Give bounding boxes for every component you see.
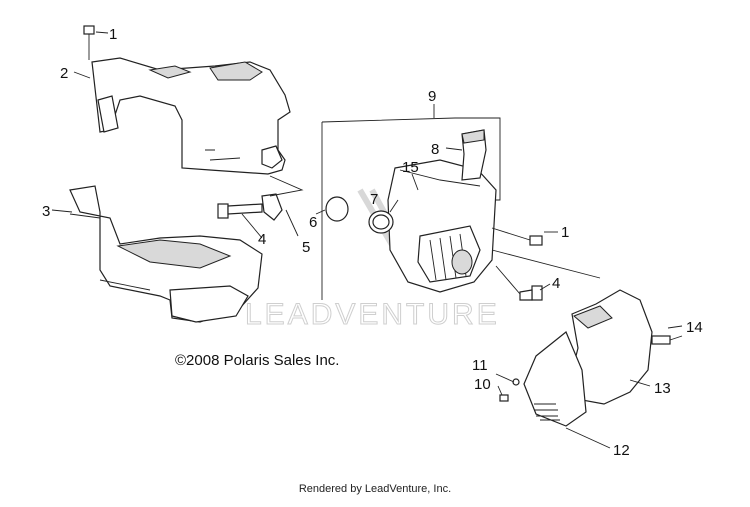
part-bolt-right-lower <box>519 285 543 301</box>
watermark-text: LEADVENTURE <box>245 298 500 331</box>
part-clip <box>261 175 304 221</box>
part-lower-shroud <box>69 185 263 323</box>
part-screw-right <box>651 335 683 345</box>
callout-10: 10 <box>474 376 491 393</box>
part-bolt-top <box>83 25 95 60</box>
part-outer-cover <box>571 289 653 405</box>
callout-15: 15 <box>402 159 419 176</box>
callout-9: 9 <box>428 88 436 105</box>
callout-1-right: 1 <box>561 224 569 241</box>
callout-leaders <box>51 31 683 449</box>
callout-4-left: 4 <box>258 231 266 248</box>
callout-6: 6 <box>309 214 317 231</box>
copyright-text: ©2008 Polaris Sales Inc. <box>175 352 340 369</box>
callout-8: 8 <box>431 141 439 158</box>
callout-13: 13 <box>654 380 671 397</box>
callout-4-right: 4 <box>552 275 560 292</box>
part-bolt-left <box>217 203 263 219</box>
part-bolt-right-upper <box>491 227 543 246</box>
part-screen-panel <box>523 331 587 427</box>
part-seal-ring <box>368 210 394 234</box>
callout-11: 11 <box>472 357 488 374</box>
part-fan-housing <box>387 159 497 293</box>
callout-3: 3 <box>42 203 50 220</box>
part-screw-small <box>499 394 509 402</box>
callout-5: 5 <box>302 239 310 256</box>
footer-rendered-by: Rendered by LeadVenture, Inc. <box>298 483 452 495</box>
part-upper-shroud <box>91 57 291 175</box>
callout-1-top: 1 <box>109 26 117 43</box>
callout-7: 7 <box>370 191 378 208</box>
callout-2: 2 <box>60 65 68 82</box>
callout-14: 14 <box>686 319 703 336</box>
part-intake-duct <box>461 129 487 181</box>
callout-12: 12 <box>613 442 630 459</box>
part-grommet <box>325 196 349 222</box>
